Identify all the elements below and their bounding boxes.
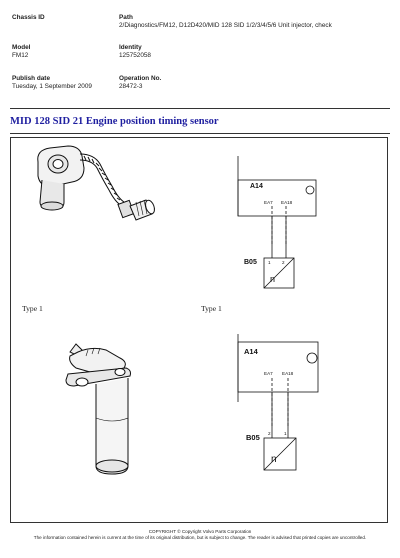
operation-no-value: 28472-3 — [119, 83, 143, 90]
footer-disclaimer: The information contained herein is curr… — [33, 535, 367, 540]
title-divider — [10, 133, 390, 134]
sensor-pin-2-top: 2 — [282, 260, 285, 265]
chassis-id-field: Chassis ID — [12, 14, 45, 22]
pin-b-label-top: EA18 — [281, 200, 293, 205]
wiring-diagram-bottom: A14 EA7 EA18 B05 2 1 n — [237, 334, 319, 471]
path-label: Path — [119, 14, 133, 21]
operation-no-label: Operation No. — [119, 75, 162, 82]
publish-date-field: Publish date Tuesday, 1 September 2009 — [12, 75, 92, 91]
wiring-diagram-top: A14 EA7 EA18 B05 1 2 n — [237, 156, 317, 289]
chassis-id-label: Chassis ID — [12, 14, 45, 21]
type-label-left: Type 1 — [22, 304, 43, 313]
ecu-box-bottom — [237, 341, 319, 393]
model-label: Model — [12, 44, 31, 51]
publish-date-value: Tuesday, 1 September 2009 — [12, 83, 92, 90]
model-field: Model FM12 — [12, 44, 30, 60]
ecu-symbol-icon — [306, 352, 318, 364]
path-field: Path 2/Diagnostics/FM12, D12D420/MID 128… — [119, 14, 332, 30]
publish-date-label: Publish date — [12, 75, 50, 82]
ecu-box-top — [237, 179, 317, 217]
identity-label: Identity — [119, 44, 142, 51]
sensor-illustration-top — [37, 145, 155, 221]
sensor-symbol-top: n — [270, 274, 275, 284]
identity-field: Identity 125752058 — [119, 44, 151, 60]
module-label-top: A14 — [250, 183, 263, 190]
module-label-bottom: A14 — [244, 347, 259, 356]
diagram-frame — [10, 137, 388, 523]
sensor-label-top: B05 — [244, 259, 257, 266]
identity-value: 125752058 — [119, 52, 151, 59]
path-value: 2/Diagnostics/FM12, D12D420/MID 128 SID … — [119, 22, 332, 29]
document-title: MID 128 SID 21 Engine position timing se… — [10, 116, 219, 127]
model-value: FM12 — [12, 52, 29, 59]
type-label-right: Type 1 — [201, 304, 222, 313]
sensor-symbol-bottom: n — [271, 454, 277, 465]
sensor-pin-2-bottom: 1 — [284, 431, 287, 436]
pin-b-label-bottom: EA18 — [282, 371, 294, 376]
ecu-symbol-icon — [305, 185, 315, 195]
operation-no-field: Operation No. 28472-3 — [119, 75, 161, 91]
pin-a-label-top: EA7 — [264, 200, 273, 205]
sensor-pin-1-top: 1 — [268, 260, 271, 265]
footer-copyright: COPYRIGHT © Copyright Volvo Parts Corpor… — [148, 529, 252, 534]
sensor-box-top — [263, 257, 295, 289]
sensor-pin-1-bottom: 2 — [268, 431, 271, 436]
sensor-box-bottom — [263, 437, 297, 471]
sensor-illustration-bottom — [65, 343, 131, 475]
header-divider — [10, 108, 390, 109]
pin-a-label-bottom: EA7 — [264, 371, 273, 376]
sensor-label-bottom: B05 — [246, 433, 260, 442]
